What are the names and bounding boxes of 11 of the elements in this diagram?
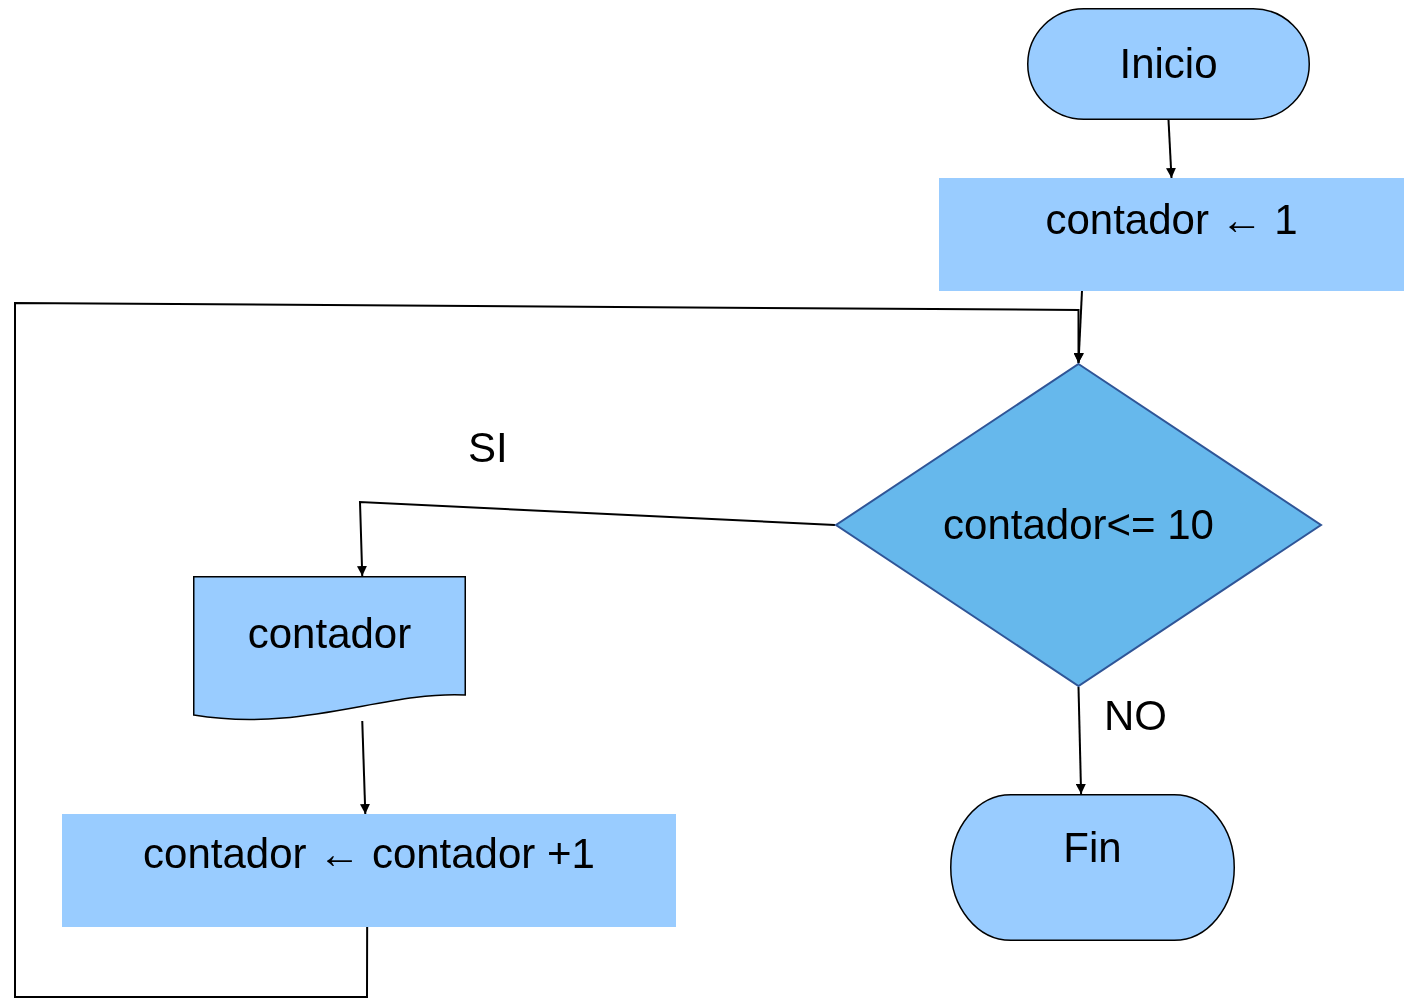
arrow bbox=[1166, 119, 1176, 179]
node-label: Inicio bbox=[1119, 40, 1218, 88]
arrow bbox=[1075, 686, 1086, 795]
node-label: contador<= 10 bbox=[943, 501, 1214, 549]
arrow bbox=[356, 500, 836, 577]
node-label: contador ← 1 bbox=[1045, 196, 1298, 244]
arrow bbox=[14, 302, 1084, 998]
arrow bbox=[360, 720, 370, 815]
node-label: contador bbox=[247, 610, 412, 658]
node-label: Fin bbox=[1063, 824, 1122, 872]
node-label: contador ← contador +1 bbox=[143, 830, 595, 878]
